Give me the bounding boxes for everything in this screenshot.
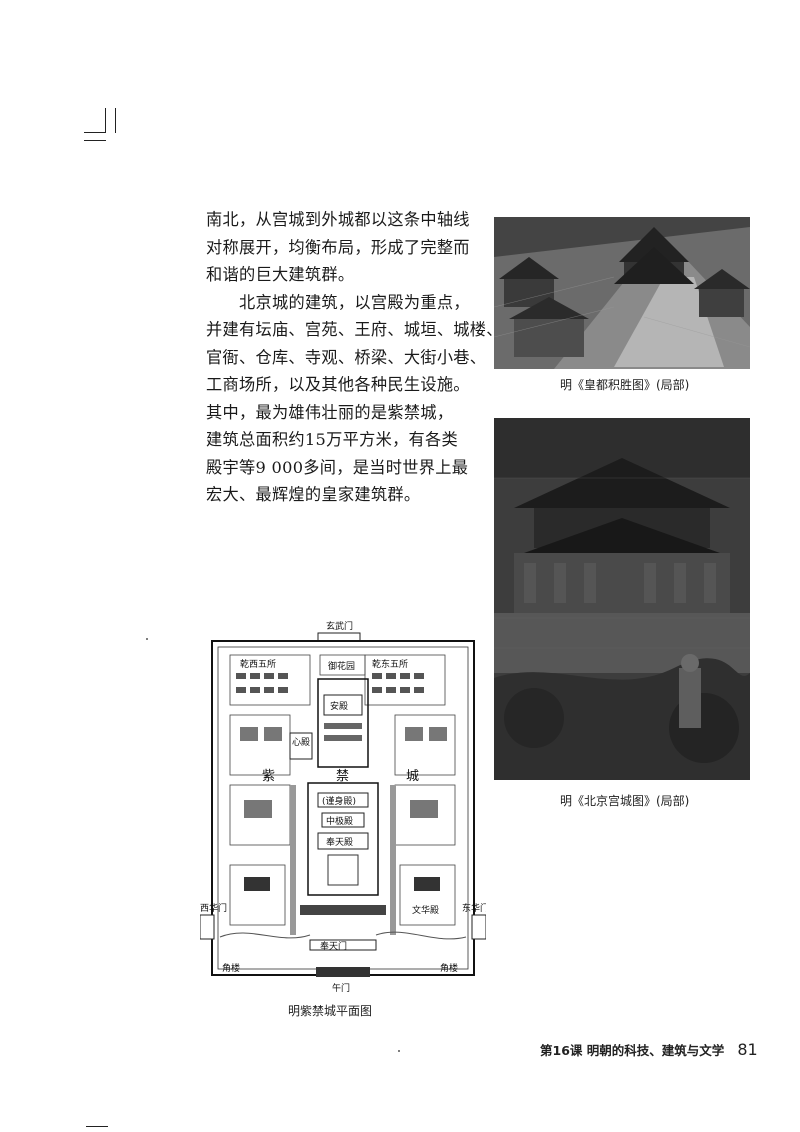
label-south-gate: 午门	[332, 982, 350, 994]
label-jin: 禁	[336, 769, 349, 784]
page-footer: 第16课 明朝的科技、建筑与文学 81	[540, 1040, 758, 1059]
caption-floor-plan: 明紫禁城平面图	[288, 1004, 373, 1018]
label-cheng: 城	[406, 769, 419, 784]
crop-mark	[86, 1126, 108, 1127]
label-north-gate: 玄武门	[326, 620, 353, 632]
label-heart-hall: 心殿	[292, 737, 310, 748]
painting-huangdu-jisheng	[494, 217, 750, 369]
label-corner-tower-left: 角楼	[222, 962, 240, 974]
text-line: 并建有坛庙、宫苑、王府、城垣、城楼、	[206, 320, 503, 339]
caption-painting-2: 明《北京宫城图》(局部)	[560, 794, 690, 808]
text-line: 官衙、仓库、寺观、桥梁、大街小巷、	[206, 347, 487, 367]
painting-beijing-gongcheng	[494, 418, 750, 780]
label-zhongji-hall: 中极殿	[326, 815, 353, 827]
crop-mark	[105, 108, 106, 133]
body-text: 南北，从宫城到外城都以这条中轴线 对称展开，均衡布局，形成了完整而 和谐的巨大建…	[206, 206, 503, 509]
label-wenhua-hall: 文华殿	[412, 904, 439, 916]
text-line: 北京城的建筑，以宫殿为重点，	[239, 292, 470, 312]
text-line: 工商场所，以及其他各种民生设施。	[206, 375, 470, 394]
label-fengtian-gate: 奉天门	[320, 940, 347, 952]
label-west-gate: 西华门	[200, 902, 227, 914]
label-garden: 御花园	[328, 660, 355, 672]
label-west-palaces: 乾西五所	[240, 658, 276, 670]
label-corner-tower-right: 角楼	[440, 962, 458, 974]
text-line: 宏大、最辉煌的皇家建筑群。	[206, 485, 421, 504]
text-line: 南北，从宫城到外城都以这条中轴线	[206, 210, 470, 229]
text-line: 建筑总面积约15万平方米，有各类	[206, 430, 459, 449]
caption-painting-1: 明《皇都积胜图》(局部)	[560, 378, 690, 392]
label-east-palaces: 乾东五所	[372, 658, 408, 670]
text-line: 殿宇等9 000多间，是当时世界上最	[206, 457, 469, 477]
label-qinan-hall: 安殿	[330, 700, 348, 712]
crop-mark	[84, 132, 106, 133]
label-zi: 紫	[262, 769, 275, 784]
text-line: 对称展开，均衡布局，形成了完整而	[206, 237, 470, 257]
text-line: 和谐的巨大建筑群。	[206, 265, 355, 284]
forbidden-city-floor-plan: 玄武门 乾西五所 乾东五所 御花园 安殿	[199, 615, 489, 995]
label-jinshen-hall: (谨身殿)	[322, 795, 356, 807]
crop-mark	[84, 140, 106, 141]
scan-dot	[398, 1050, 400, 1052]
scan-dot	[146, 638, 148, 640]
page-number: 81	[737, 1040, 758, 1059]
lesson-title: 第16课 明朝的科技、建筑与文学	[540, 1043, 725, 1058]
text-line: 其中，最为雄伟壮丽的是紫禁城，	[206, 402, 454, 422]
crop-mark	[115, 108, 116, 133]
label-fengtian-hall: 奉天殿	[326, 836, 353, 848]
label-east-gate: 东华门	[462, 902, 486, 914]
